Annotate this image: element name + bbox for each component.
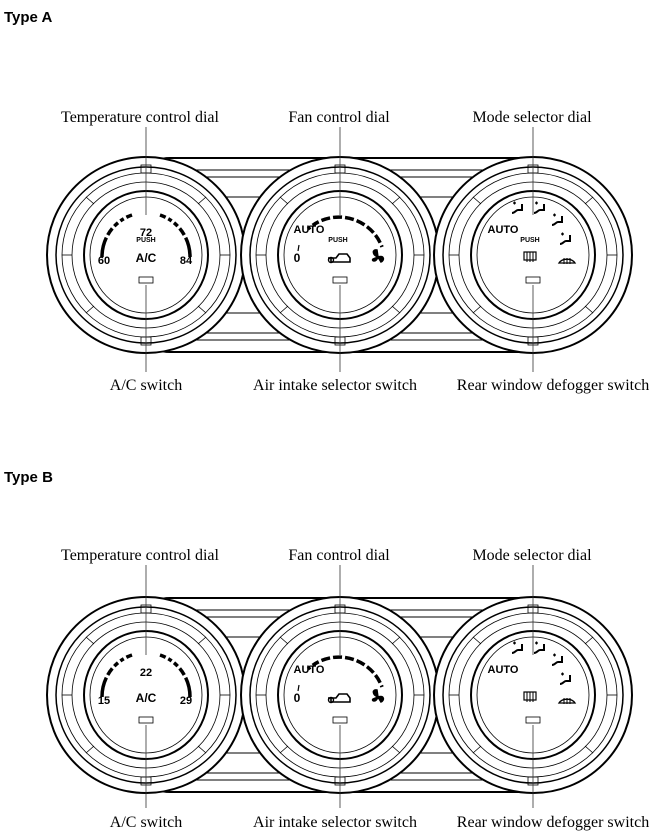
- push-label: PUSH: [328, 237, 347, 244]
- mode-auto-label: AUTO: [488, 224, 519, 236]
- temp-low-label: 15: [98, 695, 110, 707]
- mode-selector-dial[interactable]: AUTO: [433, 596, 633, 794]
- control-panel-a: 72 60 84 PUSH A/C AUTO 0 PUSH AUTO: [46, 156, 633, 354]
- ac-switch-label: A/C switch: [110, 377, 182, 394]
- control-panel-b: 22 15 29 A/C AUTO 0 AUTO: [46, 596, 633, 794]
- temperature-control-dial[interactable]: 22 15 29 A/C: [46, 596, 246, 794]
- fan-zero-label: 0: [294, 251, 301, 265]
- temperature-dial-label: Temperature control dial: [61, 109, 219, 126]
- ac-switch-button[interactable]: A/C: [136, 691, 157, 705]
- fan-auto-label: AUTO: [294, 664, 325, 676]
- mode-selector-dial[interactable]: AUTO PUSH: [433, 156, 633, 354]
- type-a-section: Type A Temperature control dial Fan cont…: [4, 9, 649, 394]
- temperature-control-dial[interactable]: 72 60 84 PUSH A/C: [46, 156, 246, 354]
- fan-control-dial[interactable]: AUTO 0: [240, 596, 440, 794]
- temp-high-label: 29: [180, 695, 192, 707]
- temperature-dial-label: Temperature control dial: [61, 547, 219, 564]
- fan-control-dial[interactable]: AUTO 0 PUSH: [240, 156, 440, 354]
- fan-auto-label: AUTO: [294, 224, 325, 236]
- push-label: PUSH: [136, 237, 155, 244]
- fan-dial-label: Fan control dial: [288, 109, 390, 126]
- ac-switch-label: A/C switch: [110, 814, 182, 831]
- type-a-title: Type A: [4, 9, 53, 26]
- temp-high-label: 84: [180, 255, 193, 267]
- rear-defogger-label: Rear window defogger switch: [457, 377, 649, 394]
- temp-mid-label: 72: [140, 227, 152, 239]
- push-label: PUSH: [520, 237, 539, 244]
- temp-mid-label: 22: [140, 667, 152, 679]
- fan-dial-label: Fan control dial: [288, 547, 390, 564]
- mode-dial-label: Mode selector dial: [472, 109, 592, 126]
- fan-zero-label: 0: [294, 691, 301, 705]
- type-b-section: Type B Temperature control dial Fan cont…: [4, 469, 649, 831]
- type-b-title: Type B: [4, 469, 53, 486]
- temp-low-label: 60: [98, 255, 110, 267]
- air-intake-label: Air intake selector switch: [253, 814, 417, 831]
- air-intake-label: Air intake selector switch: [253, 377, 417, 394]
- ac-switch-button[interactable]: A/C: [136, 251, 157, 265]
- mode-auto-label: AUTO: [488, 664, 519, 676]
- rear-defogger-label: Rear window defogger switch: [457, 814, 649, 831]
- mode-dial-label: Mode selector dial: [472, 547, 592, 564]
